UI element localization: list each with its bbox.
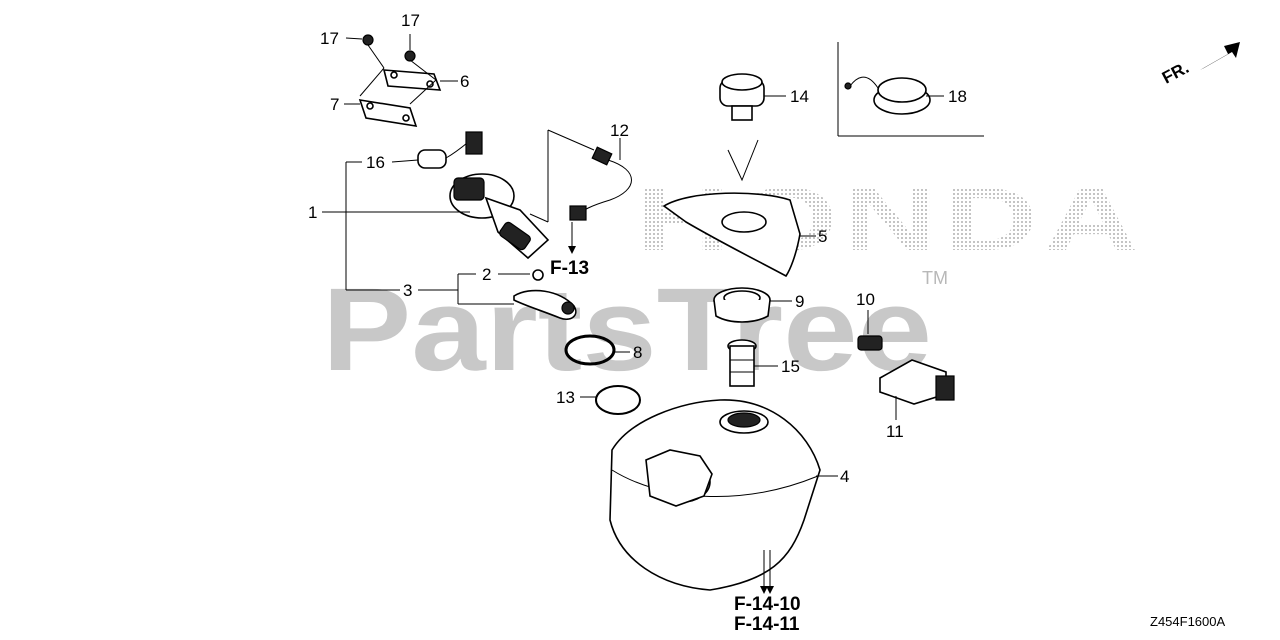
callout-8: 8 bbox=[633, 343, 642, 362]
fuel-pump-unit bbox=[322, 131, 550, 260]
callout-16: 16 bbox=[366, 153, 385, 172]
gasket-parts-2-3 bbox=[345, 161, 577, 321]
fuel-tank-4 bbox=[609, 399, 838, 594]
callout-12: 12 bbox=[610, 121, 629, 140]
partstree-watermark: PartsTree bbox=[322, 264, 932, 396]
callout-18: 18 bbox=[948, 87, 967, 106]
callout-10: 10 bbox=[856, 290, 875, 309]
callout-7: 7 bbox=[330, 95, 339, 114]
front-arrow-icon bbox=[1200, 42, 1240, 70]
front-direction-label: FR. bbox=[1159, 58, 1192, 88]
tank-ring-9 bbox=[713, 287, 792, 323]
fuel-cap-14 bbox=[719, 73, 786, 182]
callout-3: 3 bbox=[403, 281, 412, 300]
clip-10 bbox=[857, 310, 883, 351]
o-ring-8 bbox=[564, 334, 630, 366]
fuel-cap-18 bbox=[844, 76, 944, 115]
front-direction-indicator: FR. bbox=[1159, 42, 1240, 88]
part-18-frame bbox=[837, 42, 984, 137]
reference-f14-11[interactable]: F-14-11 bbox=[734, 614, 800, 635]
reference-f13[interactable]: F-13 bbox=[550, 258, 589, 279]
callout-17-top: 17 bbox=[401, 11, 420, 30]
diagram-code: Z454F1600A bbox=[1150, 614, 1225, 629]
callout-14: 14 bbox=[790, 87, 809, 106]
part-bracket-6-7 bbox=[344, 34, 458, 127]
callout-11: 11 bbox=[886, 422, 904, 441]
tank-cover-5 bbox=[662, 192, 816, 278]
callout-17-left: 17 bbox=[320, 29, 339, 48]
seal-ring-13 bbox=[580, 385, 641, 415]
callout-15: 15 bbox=[781, 357, 800, 376]
reference-f14-10[interactable]: F-14-10 bbox=[734, 594, 801, 615]
callout-6: 6 bbox=[460, 72, 469, 91]
wire-harness-12 bbox=[529, 129, 632, 254]
callout-2: 2 bbox=[482, 265, 491, 284]
bracket-11 bbox=[879, 359, 955, 420]
trademark-mark: TM bbox=[922, 268, 948, 288]
callout-13: 13 bbox=[556, 388, 575, 407]
strainer-15 bbox=[727, 339, 778, 387]
callout-1: 1 bbox=[308, 203, 317, 222]
callout-5: 5 bbox=[818, 227, 827, 246]
callout-4: 4 bbox=[840, 467, 849, 486]
callout-9: 9 bbox=[795, 292, 804, 311]
